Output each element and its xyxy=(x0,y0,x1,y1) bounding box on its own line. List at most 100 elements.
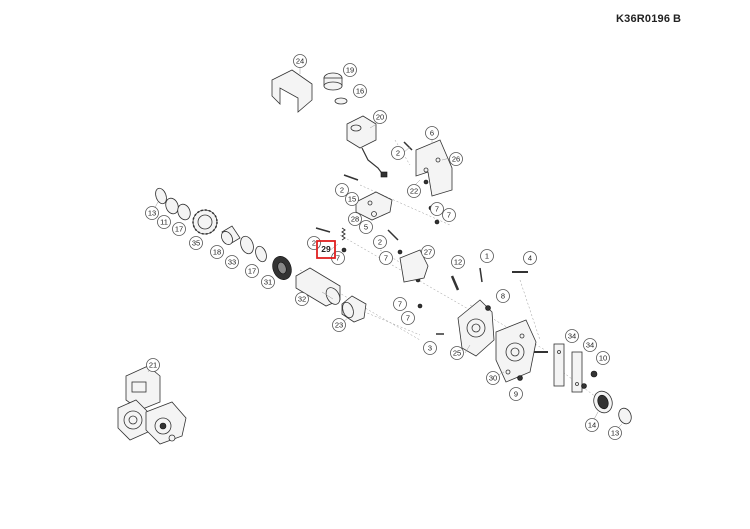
callout-label: 28 xyxy=(351,215,359,224)
callout-13b: 13 xyxy=(608,426,622,440)
callout-26: 26 xyxy=(449,152,463,166)
callout-label: 2 xyxy=(312,239,316,248)
part-26-bracket xyxy=(415,139,453,197)
callout-layer: 2419162062262221577285131117351833173122… xyxy=(145,54,622,440)
callout-15: 15 xyxy=(345,192,359,206)
part-21-gearbox-assembly xyxy=(117,365,187,445)
callout-11: 11 xyxy=(157,215,171,229)
callout-label: 24 xyxy=(296,57,304,66)
callout-label: 2 xyxy=(396,149,400,158)
callout-label: 3 xyxy=(428,344,432,353)
callout-7a: 7 xyxy=(430,202,444,216)
callout-32: 32 xyxy=(295,292,309,306)
callout-4: 4 xyxy=(523,251,537,265)
callout-23: 23 xyxy=(332,318,346,332)
callout-33: 33 xyxy=(225,255,239,269)
part-12-pin xyxy=(450,275,460,291)
callout-34a: 34 xyxy=(565,329,579,343)
callout-label: 11 xyxy=(160,218,168,227)
callout-label: 30 xyxy=(489,374,497,383)
callout-29: 29 xyxy=(321,244,331,254)
callout-label: 32 xyxy=(298,295,306,304)
callout-label: 7 xyxy=(384,254,388,263)
callout-label: 9 xyxy=(514,390,518,399)
callout-label: 31 xyxy=(264,278,272,287)
part-10-nut-2 xyxy=(581,383,587,389)
part-19-cap xyxy=(323,72,343,91)
part-10-nut xyxy=(590,370,598,378)
part-14-bearing xyxy=(593,390,613,414)
callout-label: 34 xyxy=(568,332,576,341)
highlight-box-29 xyxy=(316,240,336,259)
callout-label: 7 xyxy=(336,254,340,263)
callout-label: 4 xyxy=(528,254,532,263)
callout-2d: 2 xyxy=(373,235,387,249)
callout-25: 25 xyxy=(450,346,464,360)
callout-16: 16 xyxy=(353,84,367,98)
part-27-lever-bracket xyxy=(399,249,429,283)
callout-7f: 7 xyxy=(401,311,415,325)
callout-28: 28 xyxy=(348,212,362,226)
callout-31: 31 xyxy=(261,275,275,289)
callout-label: 12 xyxy=(454,258,462,267)
part-20-sensor xyxy=(346,115,388,178)
callout-10: 10 xyxy=(596,351,610,365)
part-33-washer xyxy=(240,235,254,255)
callout-2c: 2 xyxy=(307,236,321,250)
callout-label: 26 xyxy=(452,155,460,164)
callout-7b: 7 xyxy=(442,208,456,222)
revision-letter: B xyxy=(673,13,681,25)
callout-label: 15 xyxy=(348,195,356,204)
callout-label: 19 xyxy=(346,66,354,75)
callout-label: 7 xyxy=(398,300,402,309)
callout-label: 13 xyxy=(148,209,156,218)
part-31-gear xyxy=(272,256,292,280)
drawing-number: K36R0196 xyxy=(616,13,671,25)
part-29-spring xyxy=(341,227,346,241)
callout-label: 16 xyxy=(356,87,364,96)
callout-label: 17 xyxy=(175,225,183,234)
part-28-pin xyxy=(371,211,377,217)
callout-22: 22 xyxy=(407,184,421,198)
part-16-o-ring xyxy=(334,97,348,105)
callout-2a: 2 xyxy=(391,146,405,160)
callout-7e: 7 xyxy=(393,297,407,311)
part-24-cover-bracket xyxy=(271,69,313,113)
callout-label: 34 xyxy=(586,341,594,350)
callout-label: 1 xyxy=(485,252,489,261)
callout-label: 8 xyxy=(501,292,505,301)
callout-label: 22 xyxy=(410,187,418,196)
callout-5: 5 xyxy=(359,220,373,234)
callout-label: 18 xyxy=(213,248,221,257)
callout-17a: 17 xyxy=(172,222,186,236)
callout-3: 3 xyxy=(423,341,437,355)
callout-27: 27 xyxy=(421,245,435,259)
callout-label: 2 xyxy=(378,238,382,247)
callout-6: 6 xyxy=(425,126,439,140)
part-9-nut xyxy=(517,375,523,381)
callout-2b: 2 xyxy=(335,183,349,197)
callout-17b: 17 xyxy=(245,264,259,278)
part-23-bushing xyxy=(341,295,367,323)
part-18-bushing xyxy=(221,225,241,245)
part-34-plates xyxy=(553,343,583,393)
callout-19: 19 xyxy=(343,63,357,77)
callout-label: 10 xyxy=(599,354,607,363)
part-17-washer-left xyxy=(177,203,191,221)
bolts xyxy=(315,141,528,335)
callout-18: 18 xyxy=(210,245,224,259)
callout-label: 14 xyxy=(588,421,596,430)
part-35-sprocket xyxy=(192,209,218,235)
part-11-washer xyxy=(165,197,179,215)
part-13-snap-ring-left xyxy=(155,187,167,205)
callout-label: 23 xyxy=(335,321,343,330)
callout-24: 24 xyxy=(293,54,307,68)
part-30-mounting-block xyxy=(495,319,548,383)
callout-20: 20 xyxy=(373,110,387,124)
callout-label: 21 xyxy=(149,361,157,370)
callout-label: 35 xyxy=(192,239,200,248)
callout-label: 2 xyxy=(340,186,344,195)
callout-label: 20 xyxy=(376,113,384,122)
callout-label: 29 xyxy=(321,244,331,254)
